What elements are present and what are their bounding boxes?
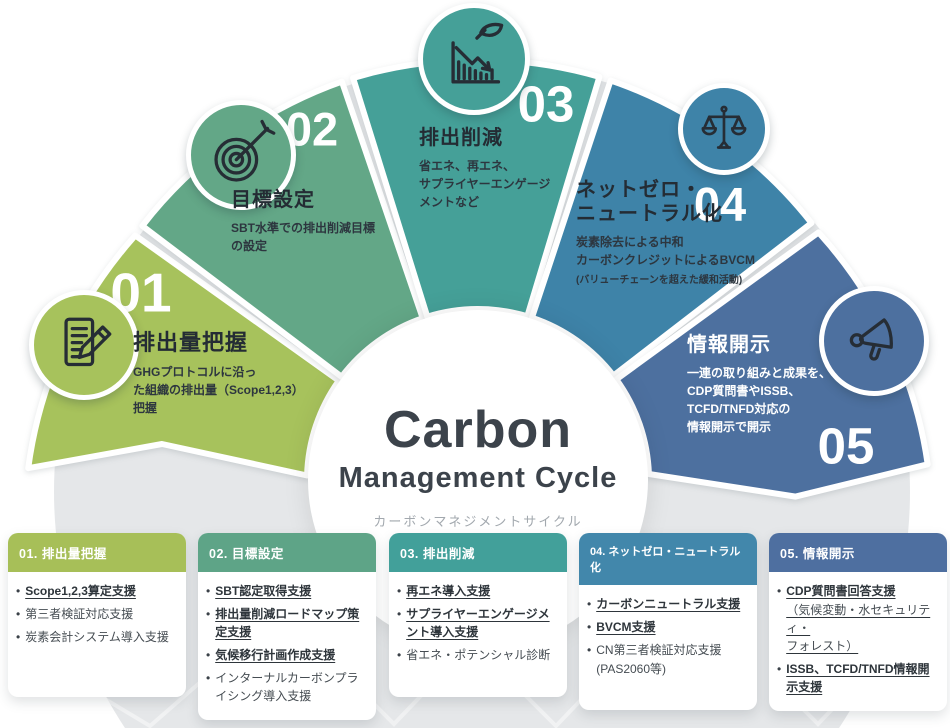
- segment-title: 排出削減: [419, 127, 503, 149]
- center-subtitle: Management Cycle: [338, 461, 618, 494]
- segment-title: 目標設定: [231, 189, 315, 211]
- card-header: 03. 排出削減: [389, 533, 567, 572]
- center-caption: カーボンマネジメントサイクル: [373, 513, 583, 529]
- segment-01-icon-badge: [29, 290, 139, 400]
- service-item: •インターナルカーボンプライシング導入支援: [206, 671, 359, 703]
- segment-title: ネットゼロ・ ニュートラル化: [576, 179, 723, 225]
- segment-note: (バリューチェーンを超えた緩和活動): [576, 275, 743, 286]
- service-link[interactable]: •SBT認定取得支援: [206, 584, 312, 598]
- segment-03-text: 排出削減 省エネ、再エネ、 サプライヤーエンゲージ メントなど: [419, 126, 614, 211]
- card-target-setting: 02. 目標設定 •SBT認定取得支援 •排出量削減ロードマップ策定支援 •気候移行…: [198, 533, 376, 720]
- card-header: 02. 目標設定: [198, 533, 376, 572]
- balance-scale-icon: [701, 105, 747, 149]
- card-net-zero: 04. ネットゼロ・ニュートラル化 •カーボンニュートラル支援 •BVCM支援 •C…: [579, 533, 757, 710]
- wedge-03: [350, 56, 603, 320]
- card-body: •再エネ導入支援 •サプライヤーエンゲージメント導入支援 •省エネ・ポテンシャル診断: [389, 572, 567, 697]
- card-header: 01. 排出量把握: [8, 533, 186, 572]
- segment-desc: 炭素除去による中和 カーボンクレジットによるBVCM: [576, 235, 755, 267]
- segment-title: 排出量把握: [133, 330, 249, 355]
- segment-05-icon-badge: [819, 286, 929, 396]
- segment-desc: 省エネ、再エネ、 サプライヤーエンゲージ メントなど: [419, 159, 551, 209]
- segment-04-text: ネットゼロ・ ニュートラル化 炭素除去による中和 カーボンクレジットによるBVC…: [576, 178, 811, 286]
- segment-01-text: 排出量把握 GHGプロトコルに沿っ た組織の排出量（Scope1,2,3） 把握: [133, 330, 368, 417]
- card-body: •SBT認定取得支援 •排出量削減ロードマップ策定支援 •気候移行計画作成支援 •イン…: [198, 572, 376, 720]
- megaphone-icon: [849, 318, 893, 361]
- card-body: •CDP質問書回答支援（気候変動・水セキュリティ・ フォレスト） •ISSB、TC…: [769, 572, 947, 711]
- segment-desc: SBT水準での排出削減目標 の設定: [231, 221, 376, 253]
- segment-desc: GHGプロトコルに沿っ た組織の排出量（Scope1,2,3） 把握: [133, 365, 304, 416]
- segment-title: 情報開示: [687, 334, 771, 356]
- declining-chart-leaf-icon: [451, 23, 504, 84]
- service-link[interactable]: •Scope1,2,3算定支援: [16, 584, 136, 598]
- card-header: 04. ネットゼロ・ニュートラル化: [579, 533, 757, 585]
- segment-03-icon-badge: [418, 3, 530, 115]
- center-title: Carbon: [384, 400, 572, 459]
- segment-05-text: 情報開示 一連の取り組みと成果を、 CDP質問書やISSB、 TCFD/TNFD…: [687, 333, 902, 436]
- card-emissions-accounting: 01. 排出量把握 •Scope1,2,3算定支援 •第三者検証対応支援 •炭素会計…: [8, 533, 186, 697]
- card-body: •カーボンニュートラル支援 •BVCM支援 •CN第三者検証対応支援(PAS2060…: [579, 585, 757, 710]
- service-link[interactable]: •気候移行計画作成支援: [206, 648, 336, 662]
- service-item: •省エネ・ポテンシャル診断: [397, 648, 551, 662]
- card-header: 05. 情報開示: [769, 533, 947, 572]
- card-disclosure: 05. 情報開示 •CDP質問書回答支援（気候変動・水セキュリティ・ フォレスト…: [769, 533, 947, 711]
- segment-02-icon-badge: [186, 100, 296, 210]
- service-link[interactable]: •サプライヤーエンゲージメント導入支援: [397, 607, 550, 639]
- target-arrow-icon: [214, 119, 276, 182]
- segment-04-icon-badge: [678, 83, 770, 175]
- card-body: •Scope1,2,3算定支援 •第三者検証対応支援 •炭素会計システム導入支援: [8, 572, 186, 697]
- service-item: •炭素会計システム導入支援: [16, 630, 169, 644]
- service-item: •CN第三者検証対応支援(PAS2060等): [587, 643, 722, 676]
- service-link[interactable]: •CDP質問書回答支援（気候変動・水セキュリティ・ フォレスト）: [777, 584, 931, 653]
- card-emissions-reduction: 03. 排出削減 •再エネ導入支援 •サプライヤーエンゲージメント導入支援 •省エネ…: [389, 533, 567, 697]
- service-link[interactable]: •カーボンニュートラル支援: [587, 597, 741, 611]
- service-item: •第三者検証対応支援: [16, 607, 134, 621]
- segment-desc: 一連の取り組みと成果を、 CDP質問書やISSB、 TCFD/TNFD対応の 情…: [687, 366, 832, 434]
- service-link[interactable]: •ISSB、TCFD/TNFD情報開示支援: [777, 662, 930, 694]
- segment-02-text: 目標設定 SBT水準での排出削減目標 の設定: [231, 188, 436, 255]
- segment-05-number: 05: [817, 417, 875, 475]
- service-link[interactable]: •BVCM支援: [587, 620, 656, 634]
- service-link[interactable]: •排出量削減ロードマップ策定支援: [206, 607, 360, 639]
- document-pencil-icon: [64, 317, 112, 367]
- service-link[interactable]: •再エネ導入支援: [397, 584, 491, 598]
- segment-04-number: 04: [693, 177, 747, 231]
- segment-03-number: 03: [517, 75, 575, 133]
